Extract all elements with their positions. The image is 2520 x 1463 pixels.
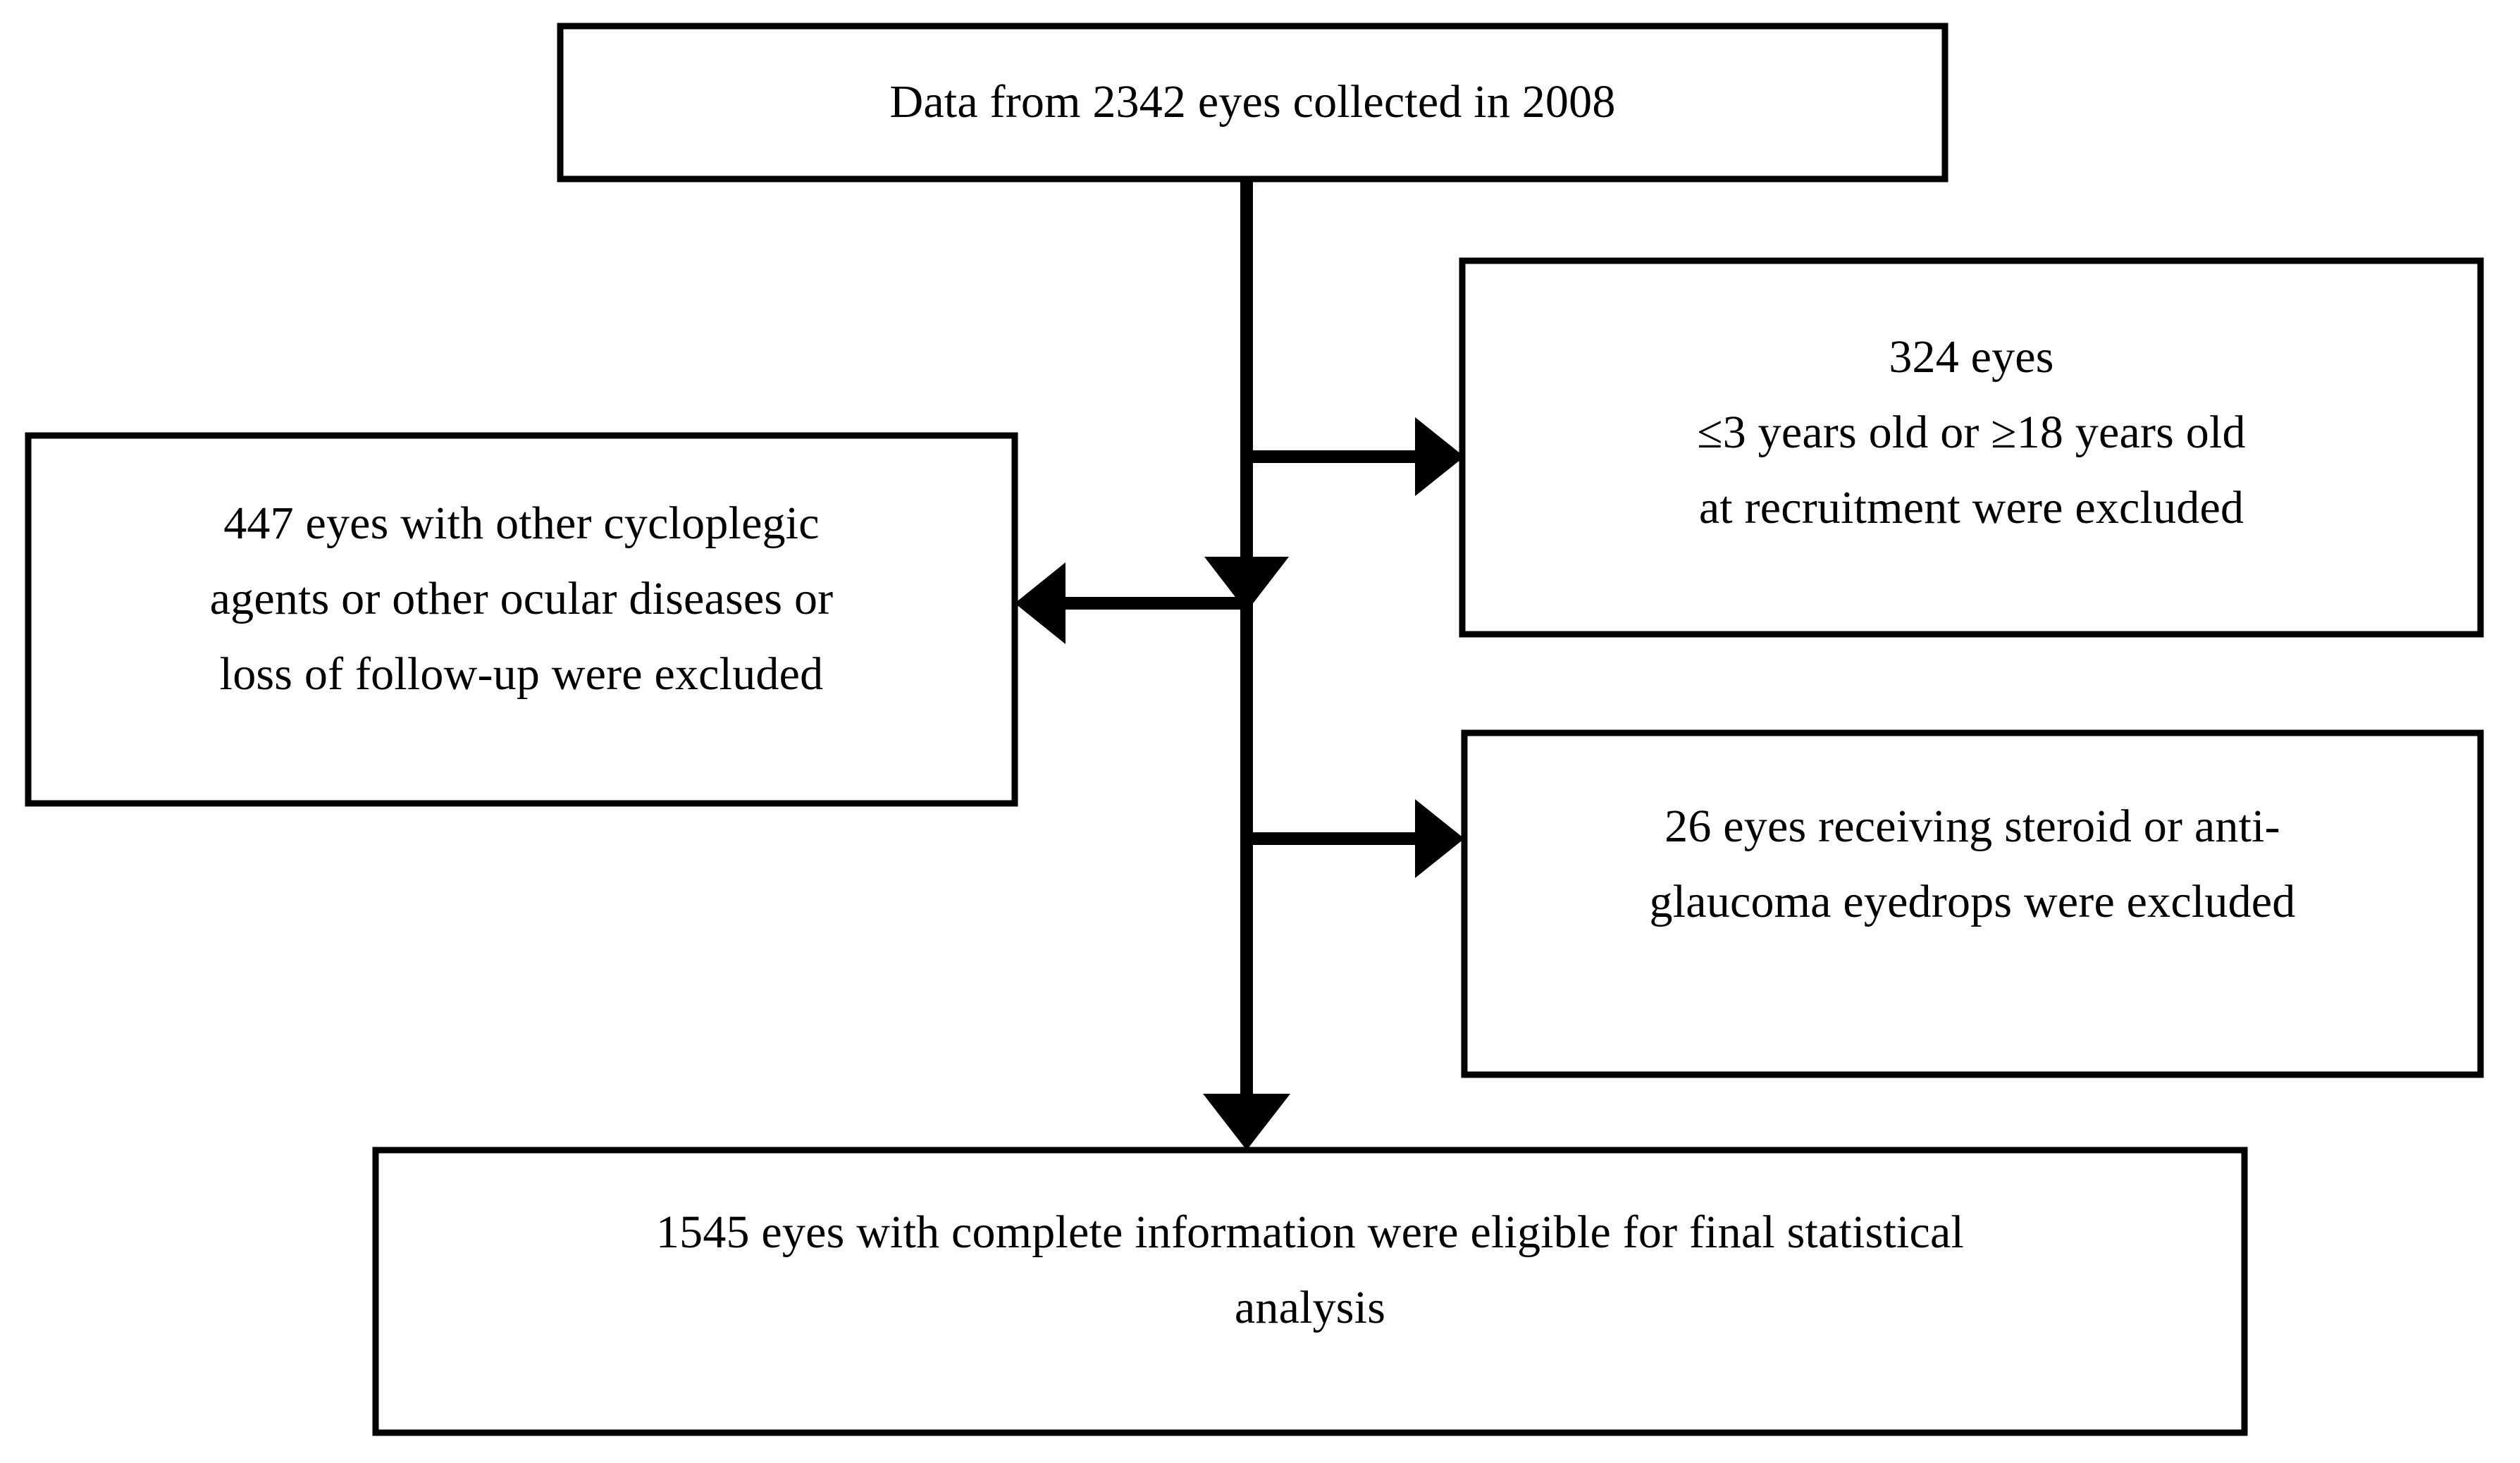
node-box-layer — [25, 23, 2484, 1436]
node-box-excl-age[interactable] — [1459, 257, 2484, 638]
connector-spine-arrowhead — [1203, 1094, 1290, 1150]
node-box-excl-drops[interactable] — [1461, 729, 2484, 1078]
node-box-source[interactable] — [557, 23, 1948, 183]
connector-branch-age-arrowhead — [1415, 417, 1464, 496]
node-box-excl-other[interactable] — [25, 432, 1018, 807]
connector-spine-midpoint-arrowhead — [1204, 557, 1289, 612]
node-box-final[interactable] — [372, 1147, 2248, 1436]
connector-layer — [1015, 179, 1464, 1150]
connector-branch-other-arrowhead — [1015, 562, 1066, 644]
connector-branch-drops-arrowhead — [1415, 799, 1464, 878]
